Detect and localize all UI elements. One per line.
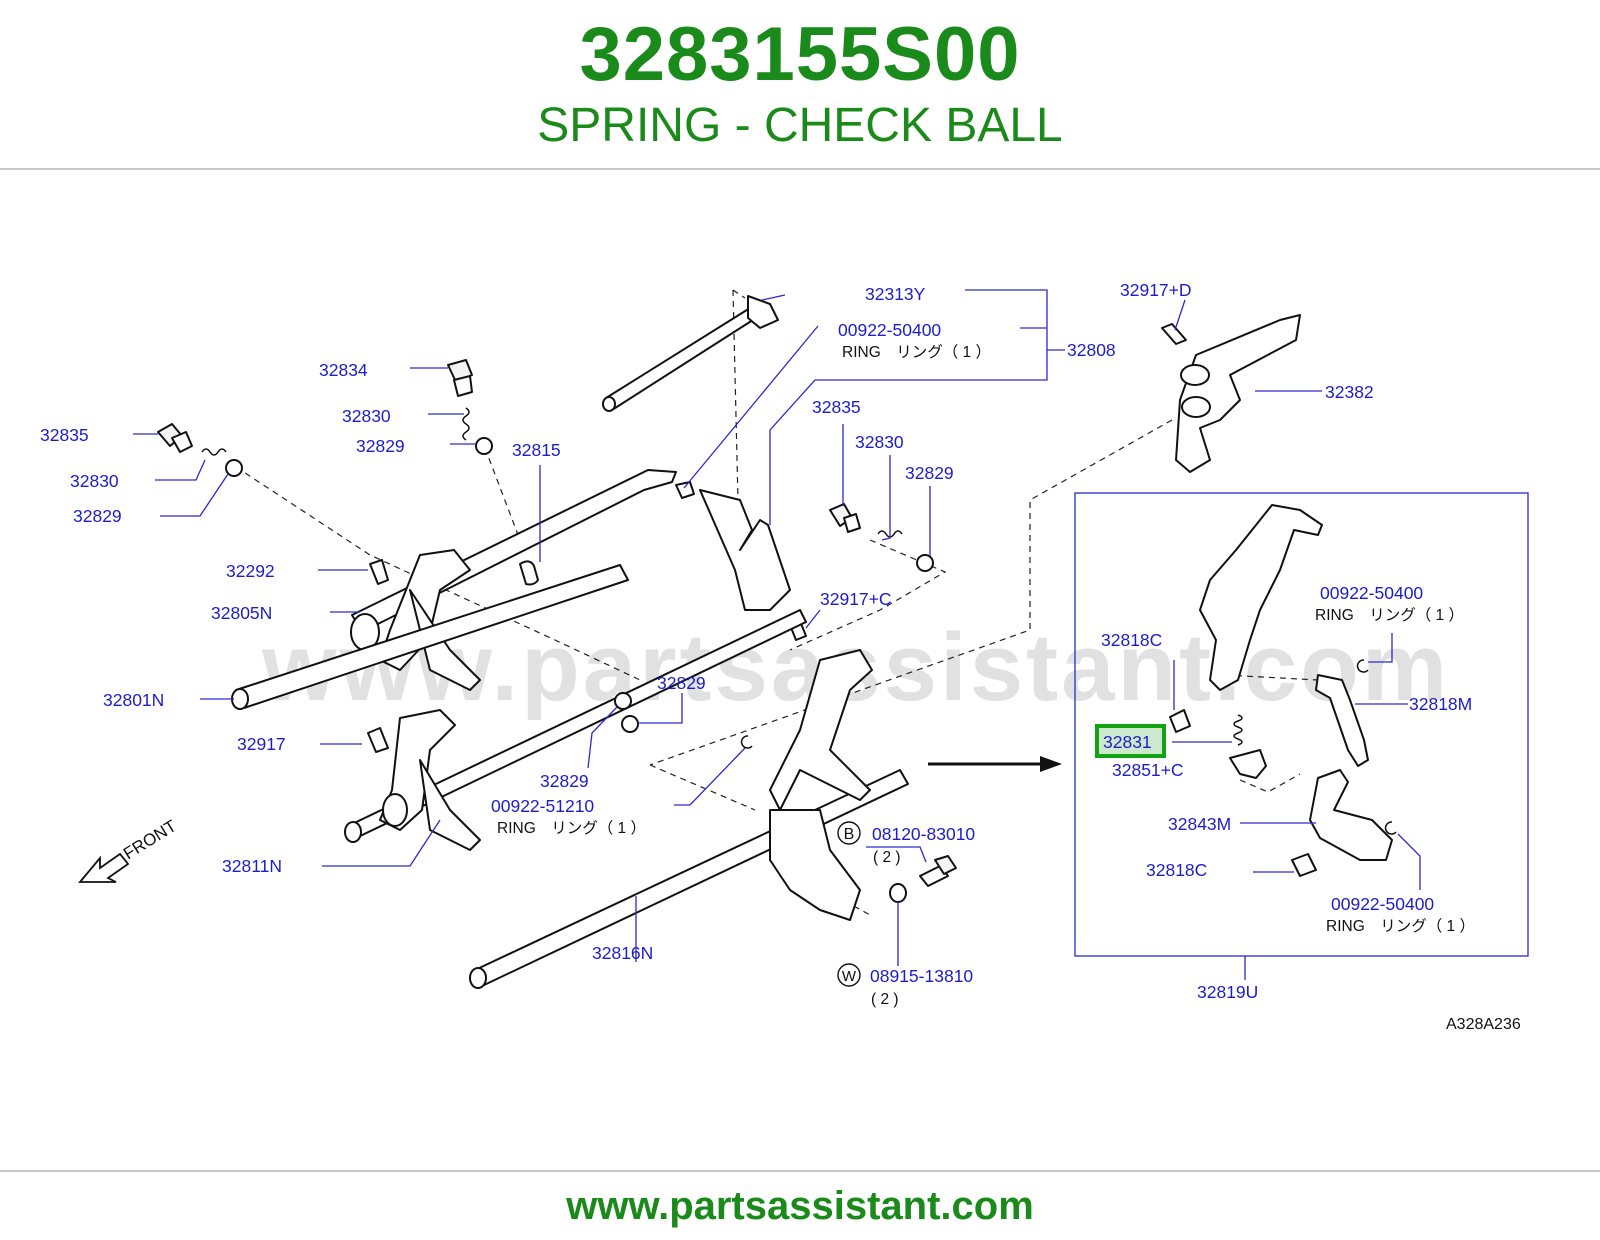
label-00922-50400-b[interactable]: 00922-50400	[1320, 583, 1423, 603]
label-32292[interactable]: 32292	[226, 561, 275, 581]
label-qty-b: ( 2 )	[873, 849, 901, 866]
top-divider	[0, 168, 1600, 170]
label-32917[interactable]: 32917	[237, 734, 286, 754]
label-32808[interactable]: 32808	[1067, 340, 1116, 360]
label-32851C[interactable]: 32851+C	[1112, 760, 1184, 780]
label-32830-a[interactable]: 32830	[342, 406, 391, 426]
part-32830-spring-top[interactable]	[462, 407, 470, 441]
label-32818C-b[interactable]: 32818C	[1146, 860, 1207, 880]
label-32830-b[interactable]: 32830	[70, 471, 119, 491]
label-32835-a[interactable]: 32835	[40, 425, 89, 445]
label-32829-b[interactable]: 32829	[73, 506, 122, 526]
part-32835-bolt-left[interactable]	[157, 423, 193, 453]
part-assembly-fork[interactable]	[1199, 504, 1323, 691]
label-32313Y[interactable]: 32313Y	[865, 284, 926, 304]
bottom-divider	[0, 1170, 1600, 1172]
footer-website-link[interactable]: www.partsassistant.com	[566, 1184, 1034, 1228]
part-32830-spring-left[interactable]	[201, 448, 227, 456]
label-32819U[interactable]: 32819U	[1197, 982, 1258, 1002]
label-32815[interactable]: 32815	[512, 440, 561, 460]
label-08915-13810[interactable]: 08915-13810	[870, 966, 973, 986]
part-32382-bracket[interactable]	[1175, 314, 1301, 473]
part-32313Y-rod[interactable]	[602, 295, 779, 412]
label-32811N[interactable]: 32811N	[222, 856, 282, 876]
part-32851C-plunger[interactable]	[1229, 749, 1267, 779]
part-large-fork[interactable]	[769, 649, 873, 921]
part-32292-pin[interactable]	[369, 559, 389, 585]
part-32917-pin[interactable]	[367, 727, 389, 753]
assembly-32819U-box	[1074, 492, 1529, 957]
part-32917D-pin[interactable]	[1161, 323, 1187, 345]
label-ring-b: RING リング（ 1 ）	[497, 819, 646, 837]
part-32818C-pin-upper[interactable]	[1169, 709, 1191, 733]
label-32382[interactable]: 32382	[1325, 382, 1374, 402]
part-center-fork-bracket[interactable]	[675, 481, 791, 611]
circle-marker-b: B	[837, 821, 861, 845]
label-32834[interactable]: 32834	[319, 360, 368, 380]
part-32829-ball-right[interactable]	[916, 554, 934, 572]
label-32816N[interactable]: 32816N	[592, 943, 653, 963]
part-middle-shaft[interactable]	[344, 609, 807, 843]
direction-arrow	[928, 756, 1062, 772]
label-32917C[interactable]: 32917+C	[820, 589, 892, 609]
front-indicator: FRONT	[78, 816, 180, 883]
label-32843M[interactable]: 32843M	[1168, 814, 1231, 834]
part-name-subtitle: SPRING - CHECK BALL	[537, 99, 1063, 152]
label-32829-a[interactable]: 32829	[356, 436, 405, 456]
label-32829-d[interactable]: 32829	[657, 673, 706, 693]
label-32829-c[interactable]: 32829	[905, 463, 954, 483]
part-32834-bolt[interactable]	[447, 359, 473, 397]
part-08915-13810-washer[interactable]	[889, 883, 907, 903]
leader-lines	[133, 289, 1421, 980]
part-32829-ball-top[interactable]	[475, 437, 493, 455]
part-32829-ball-left[interactable]	[225, 459, 243, 477]
circle-marker-w: W	[837, 963, 861, 987]
front-label: FRONT	[120, 816, 180, 863]
svg-text:W: W	[842, 968, 857, 985]
label-ring-d: RING リング（ 1 ）	[1326, 917, 1475, 935]
part-ring-lower[interactable]	[1384, 821, 1397, 835]
exploded-view-svg: www.partsassistant.com	[40, 280, 1529, 1033]
label-32835-b[interactable]: 32835	[812, 397, 861, 417]
label-32829-e[interactable]: 32829	[540, 771, 589, 791]
label-32917D[interactable]: 32917+D	[1120, 280, 1192, 300]
part-ring-upper[interactable]	[1356, 659, 1369, 673]
part-32818M-lever[interactable]	[1315, 674, 1369, 767]
part-32831-spring-highlight[interactable]	[1233, 714, 1243, 746]
label-32805N[interactable]: 32805N	[211, 603, 272, 623]
part-08120-83010-bolt[interactable]	[919, 855, 957, 887]
label-00922-50400-c[interactable]: 00922-50400	[1331, 894, 1434, 914]
part-32818C-pin-lower[interactable]	[1291, 853, 1317, 877]
part-32843M-lever[interactable]	[1309, 769, 1393, 861]
diagram-code: A328A236	[1446, 1016, 1521, 1033]
label-32831-highlighted[interactable]: 32831	[1103, 732, 1152, 752]
part-32835-bolt-right[interactable]	[829, 503, 861, 533]
label-ring-a: RING リング（ 1 ）	[842, 343, 991, 361]
part-number-title: 3283155S00	[579, 12, 1021, 97]
label-32818M[interactable]: 32818M	[1409, 694, 1472, 714]
parts-diagram: www.partsassistant.com	[0, 170, 1600, 1170]
label-ring-c: RING リング（ 1 ）	[1315, 606, 1464, 624]
label-00922-50400-a[interactable]: 00922-50400	[838, 320, 941, 340]
label-qty-w: ( 2 )	[871, 991, 899, 1008]
part-ring-00922-51210[interactable]	[740, 735, 753, 749]
svg-text:B: B	[844, 826, 855, 843]
header: 3283155S00 SPRING - CHECK BALL	[0, 0, 1600, 170]
highlight-box-32831	[1095, 724, 1166, 758]
label-32801N[interactable]: 32801N	[103, 690, 164, 710]
part-32829-ball-center-b[interactable]	[621, 715, 639, 733]
label-08120-83010[interactable]: 08120-83010	[872, 824, 975, 844]
label-32830-c[interactable]: 32830	[855, 432, 904, 452]
label-00922-51210[interactable]: 00922-51210	[491, 796, 594, 816]
part-32829-ball-center-a[interactable]	[614, 692, 632, 710]
label-32818C-a[interactable]: 32818C	[1101, 630, 1162, 650]
